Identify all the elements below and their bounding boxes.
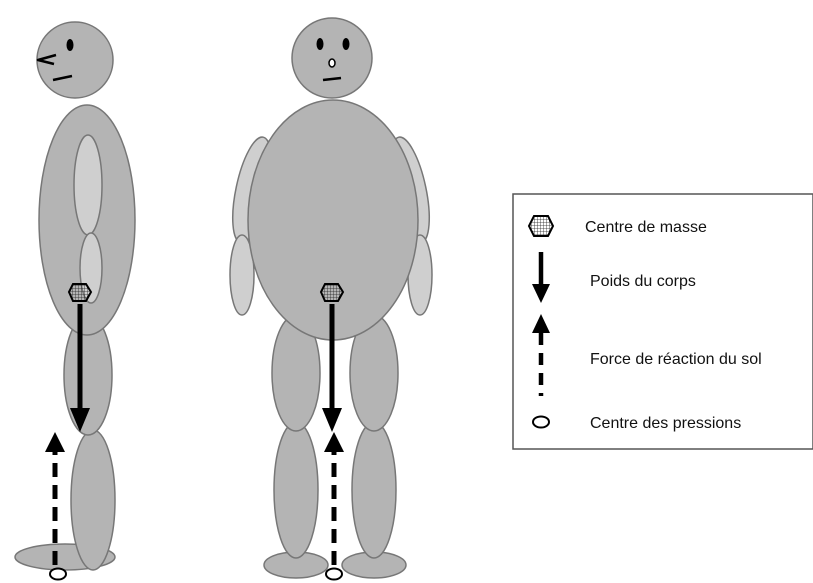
front-center-of-mass-icon <box>321 284 343 301</box>
front-right-eye <box>343 38 350 50</box>
front-left-lower-leg <box>274 422 318 558</box>
side-view-figure <box>15 22 135 580</box>
ellipse-icon <box>533 417 549 428</box>
side-upper-arm <box>74 135 102 235</box>
side-center-of-pressure-icon <box>50 569 66 580</box>
front-nose <box>329 59 335 67</box>
legend-label-body-weight: Poids du corps <box>590 273 696 290</box>
side-eye <box>67 39 74 51</box>
front-left-eye <box>317 38 324 50</box>
front-ground-reaction-arrow <box>324 432 344 565</box>
legend: Centre de masse Poids du corps Force de … <box>513 194 813 449</box>
side-lower-leg <box>71 430 115 570</box>
hexagon-grid-icon <box>529 216 553 236</box>
side-head <box>37 22 113 98</box>
legend-label-center-of-mass: Centre de masse <box>585 219 707 236</box>
front-center-of-pressure-icon <box>326 569 342 580</box>
legend-label-ground-reaction: Force de réaction du sol <box>590 351 762 368</box>
front-head <box>292 18 372 98</box>
front-right-lower-leg <box>352 422 396 558</box>
front-view-figure <box>225 18 437 580</box>
side-center-of-mass-icon <box>69 284 91 301</box>
legend-label-center-of-pressure: Centre des pressions <box>590 415 741 432</box>
